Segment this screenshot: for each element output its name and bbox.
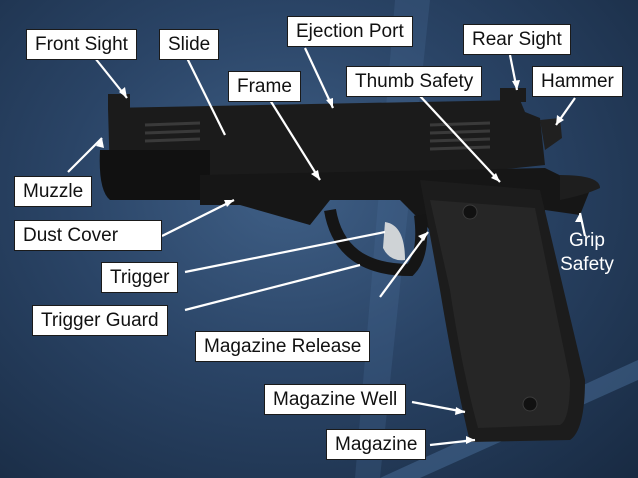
trigger-shape (383, 222, 405, 261)
label-slide: Slide (159, 29, 220, 60)
label-rear-sight: Rear Sight (463, 24, 571, 55)
grip-safety-tang (560, 175, 600, 200)
label-grip-safety-line1: Grip (569, 230, 605, 251)
label-trigger: Trigger (101, 262, 179, 293)
slide-serrations (144, 121, 491, 151)
front-sight-post (108, 94, 130, 110)
label-thumb-safety: Thumb Safety (346, 66, 483, 97)
label-magazine-well: Magazine Well (264, 384, 407, 415)
arrowheads (96, 80, 583, 444)
barrel-front (99, 150, 210, 200)
grip-screw-top (462, 204, 478, 220)
label-magazine-release: Magazine Release (195, 331, 371, 362)
label-trigger-guard: Trigger Guard (32, 305, 168, 336)
label-grip-safety: Grip Safety (552, 229, 622, 277)
label-front-sight: Front Sight (26, 29, 137, 60)
grip-panel (430, 200, 570, 428)
label-ejection-port: Ejection Port (287, 16, 413, 47)
label-frame: Frame (228, 71, 301, 102)
label-dust-cover: Dust Cover (14, 220, 162, 251)
label-hammer: Hammer (532, 66, 623, 97)
hammer-shape (540, 118, 562, 150)
label-grip-safety-line2: Safety (560, 254, 614, 275)
label-muzzle: Muzzle (14, 176, 93, 207)
grip-screw-bottom (522, 396, 538, 412)
label-magazine: Magazine (326, 429, 427, 460)
rear-sight-post (500, 88, 526, 102)
